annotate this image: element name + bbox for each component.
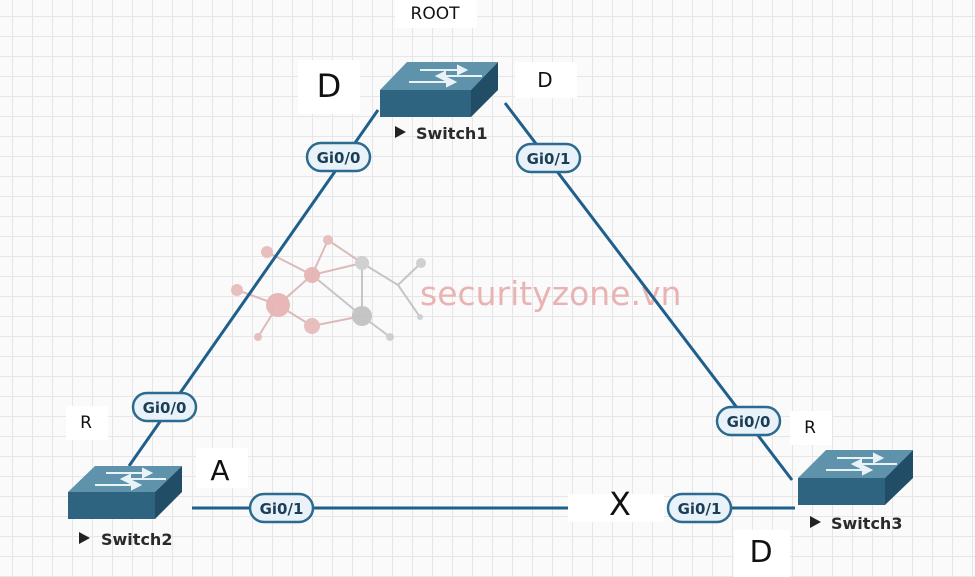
port-s3-gi00-label: Gi0/0	[727, 413, 771, 431]
switch1-name: Switch1	[416, 124, 487, 143]
switch2-play-icon[interactable]	[79, 532, 90, 544]
role-s1-left: D	[317, 67, 342, 105]
watermark-text: securityzone.vn	[420, 274, 681, 313]
role-bg-s2-top	[66, 406, 108, 440]
role-bg-s2-right	[196, 448, 248, 488]
role-bg-s3-bottom	[734, 530, 790, 577]
port-s1-gi00[interactable]: Gi0/0	[305, 141, 372, 173]
role-s3-left: X	[609, 485, 631, 523]
role-s2-top: R	[80, 413, 92, 433]
port-s2-gi01[interactable]: Gi0/1	[248, 492, 315, 524]
switch3-icon[interactable]	[798, 450, 913, 505]
switch2-name: Switch2	[101, 530, 172, 549]
port-s3-gi00[interactable]: Gi0/0	[715, 405, 782, 437]
port-s1-gi01[interactable]: Gi0/1	[515, 142, 582, 174]
port-s1-gi01-label: Gi0/1	[527, 150, 571, 168]
root-label: ROOT	[411, 4, 461, 24]
role-s1-right: D	[537, 68, 552, 92]
switch1-icon[interactable]	[380, 62, 498, 117]
port-s1-gi00-label: Gi0/0	[317, 149, 361, 167]
port-s2-gi00[interactable]: Gi0/0	[131, 391, 198, 423]
role-s3-top: R	[804, 418, 816, 438]
port-s3-gi01-label: Gi0/1	[678, 500, 722, 518]
switch1-play-icon[interactable]	[395, 126, 406, 138]
role-bg-s3-top	[790, 411, 832, 445]
role-bg-s1-left	[298, 60, 360, 114]
port-s3-gi01[interactable]: Gi0/1	[666, 492, 733, 524]
root-label-bg	[395, 0, 477, 28]
port-s2-gi01-label: Gi0/1	[260, 500, 304, 518]
blocked-gap	[568, 494, 664, 522]
role-s3-bottom: D	[749, 535, 772, 570]
switch3-play-icon[interactable]	[810, 516, 821, 528]
watermark-logo	[231, 235, 426, 341]
port-s2-gi00-label: Gi0/0	[143, 399, 187, 417]
role-bg-s1-right	[515, 62, 577, 98]
role-s2-right: A	[210, 454, 229, 487]
switch2-icon[interactable]	[68, 466, 182, 519]
switch3-name: Switch3	[831, 514, 902, 533]
